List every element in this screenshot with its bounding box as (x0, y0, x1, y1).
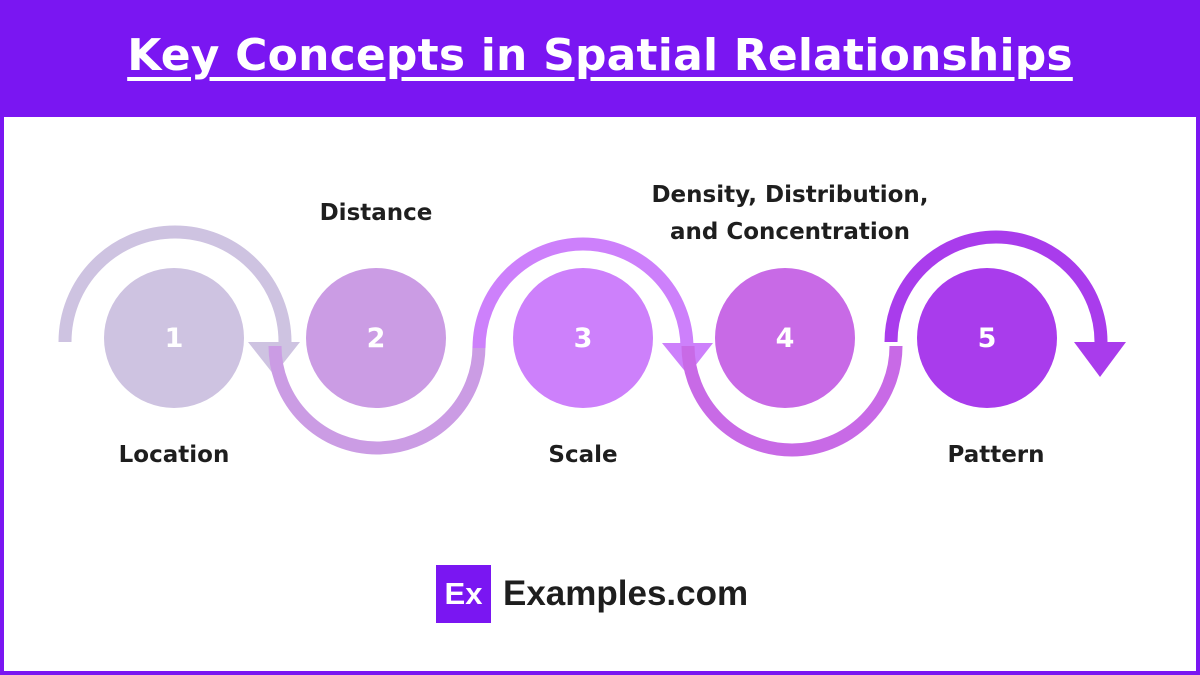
step-circle-2 (306, 268, 446, 408)
step-number-5: 5 (977, 322, 997, 354)
step-label-location: Location (118, 442, 230, 468)
step-label-density-line-2: and Concentration (670, 218, 910, 245)
brand-logo-icon: Ex (436, 565, 491, 623)
step-label-density-line-1: Density, Distribution, (651, 182, 929, 208)
step-number-1: 1 (164, 322, 184, 354)
step-circle-4 (715, 268, 855, 408)
step-label-density: Density, Distribution, and Concentration (610, 177, 970, 251)
step-label-distance: Distance (319, 200, 433, 226)
connector-arc-4 (681, 345, 903, 457)
step-label-scale: Scale (548, 442, 618, 468)
step-circle-1 (104, 268, 244, 408)
step-number-2: 2 (366, 322, 386, 354)
step-number-4: 4 (775, 322, 795, 354)
header-bar: Key Concepts in Spatial Relationships (0, 0, 1200, 117)
connector-arc-5 (884, 230, 1108, 343)
brand-logo-group: Ex Examples.com (436, 565, 748, 623)
arrowhead-5 (1074, 342, 1126, 377)
content-panel: 1 2 3 4 5 Location Distance Scale Densit… (4, 117, 1196, 671)
page-title: Key Concepts in Spatial Relationships (127, 30, 1073, 81)
connector-arc-2 (268, 345, 486, 455)
connector-arc-1 (58, 225, 292, 343)
connector-arc-3 (472, 237, 694, 349)
step-circle-3 (513, 268, 653, 408)
step-number-3: 3 (573, 322, 593, 354)
step-label-pattern: Pattern (947, 442, 1045, 468)
step-circle-5 (917, 268, 1057, 408)
brand-name: Examples.com (503, 574, 749, 613)
process-diagram (58, 225, 1126, 457)
